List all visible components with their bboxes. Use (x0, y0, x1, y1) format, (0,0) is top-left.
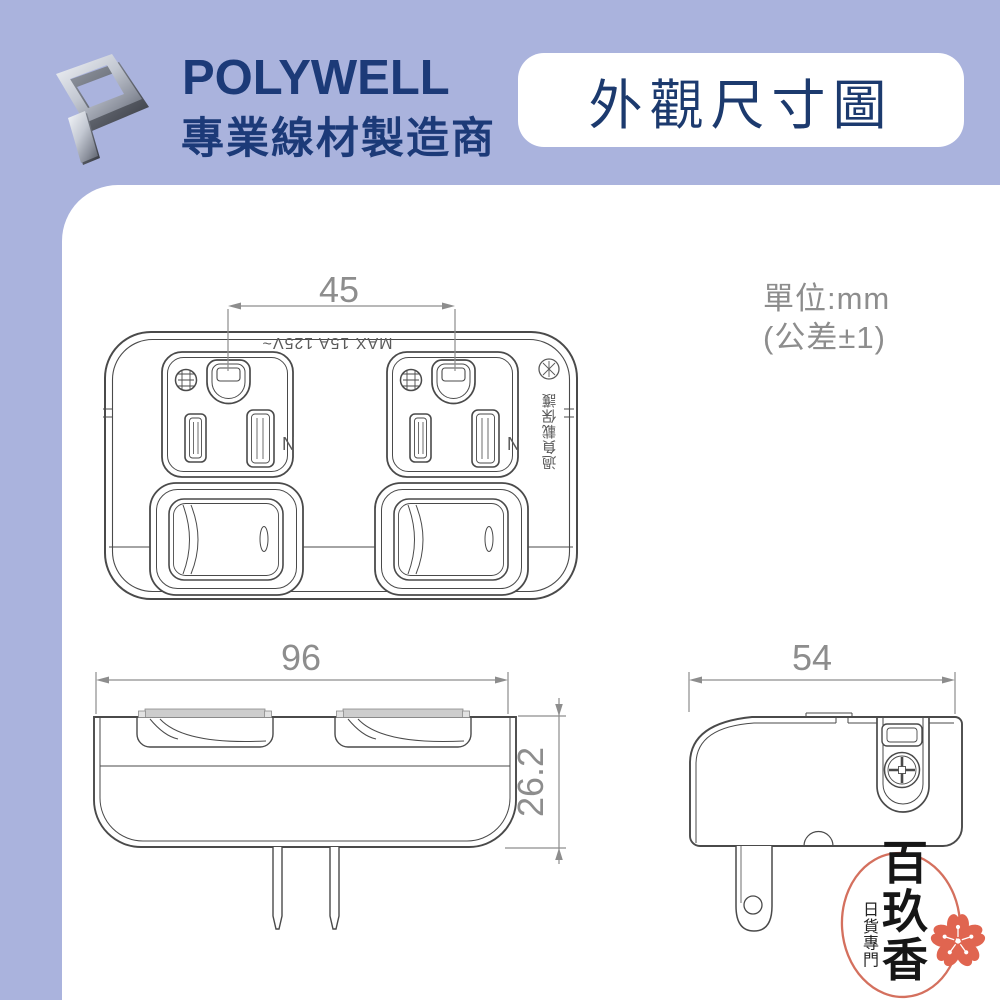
stamp-tagline: 日貨專門 (863, 900, 879, 969)
prong-side (735, 846, 773, 932)
dim-96-value: 96 (281, 637, 321, 678)
front-switch-right (374, 482, 529, 596)
dim-outlet-spacing (227, 302, 456, 371)
section-title: 外觀尺寸圖 (588, 75, 894, 136)
watermark-stamp: 百玖香 日貨專門 (840, 836, 986, 999)
unit-note-line2: (公差±1) (763, 319, 886, 355)
front-view: N N MAX 15A 125V~ 過負載保護 45 (103, 269, 578, 600)
front-outlet-right (386, 351, 519, 478)
dim-26-2-value: 26.2 (510, 747, 551, 817)
prong-hole (743, 895, 763, 915)
dim-45-value: 45 (319, 269, 359, 310)
rating-text: MAX 15A 125V~ (262, 334, 393, 351)
prong-right (329, 847, 340, 930)
front-switch-left (149, 482, 304, 596)
polywell-logo-icon (40, 44, 160, 172)
sakura-flower-icon (930, 914, 986, 967)
brand-subtitle: 專業線材製造商 (181, 115, 496, 163)
neutral-label-right: N (507, 434, 520, 454)
unit-note-line1: 單位:mm (763, 281, 891, 316)
section-title-box: 外觀尺寸圖 (518, 53, 964, 147)
ground-housing (876, 718, 930, 813)
bottom-view: 96 26.2 (93, 637, 566, 930)
dim-54-value: 54 (792, 637, 832, 678)
neutral-label-left: N (282, 434, 295, 454)
side-view: 54 (688, 637, 963, 932)
side-marking-text: 過負載保護 (541, 391, 556, 470)
stamp-shop-name: 百玖香 (882, 836, 928, 987)
brand-name: POLYWELL (182, 51, 450, 105)
dim-depth-54 (688, 672, 956, 714)
unit-note: 單位:mm (公差±1) (763, 280, 890, 358)
dim-height-26-2 (505, 698, 566, 864)
marking-screw-icon (538, 358, 560, 380)
dim-width-96 (95, 672, 509, 714)
prong-left (272, 847, 283, 930)
